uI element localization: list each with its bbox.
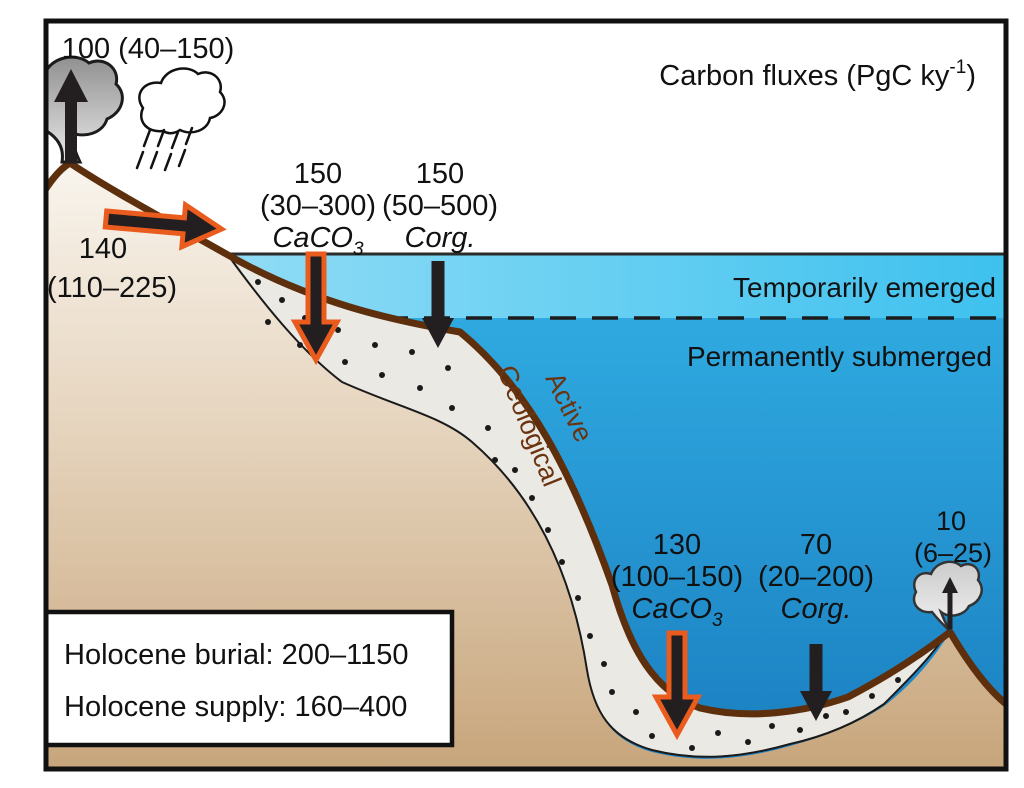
terrestrial-supply-arrow-icon	[102, 200, 227, 251]
summary-box	[46, 609, 455, 748]
shallow-corg-burial-arrow-icon	[422, 261, 454, 348]
temporarily-emerged-label: Temporarily emerged	[733, 272, 996, 303]
submarine-volcanism-value: 10	[936, 506, 966, 536]
rain-cloud-icon	[138, 67, 226, 135]
figure-frame	[43, 18, 1009, 772]
shallow-caco3-burial-arrow-icon	[290, 251, 342, 366]
shallow-caco3-value: 150	[294, 158, 342, 190]
shallow-caco3-species: CaCO3	[272, 222, 364, 260]
submarine-outgassing-arrow-icon	[942, 577, 958, 629]
deep-caco3-value: 130	[653, 529, 701, 561]
shallow-caco3-range: (30–300)	[260, 190, 376, 222]
permanently-submerged-label: Permanently submerged	[687, 341, 992, 372]
terrestrial-supply-range: (110–225)	[47, 272, 177, 304]
volcanic-outgassing-arrow-icon	[54, 69, 88, 163]
shallow-corg-range: (50–500)	[382, 190, 498, 222]
deep-corg-range: (20–200)	[758, 561, 874, 593]
deep-corg-value: 70	[800, 529, 832, 561]
deep-corg-species: Corg.	[781, 593, 852, 625]
holocene-supply-label: Holocene supply: 160–400	[64, 691, 407, 723]
figure-title: Carbon fluxes (PgC ky-1)	[659, 57, 976, 92]
shallow-corg-species: Corg.	[405, 222, 476, 254]
rain-icon	[135, 126, 194, 172]
submarine-volcanism-range: (6–25)	[914, 538, 992, 568]
subaerial-volcanism-label: 100 (40–150)	[62, 33, 235, 65]
terrestrial-supply-value: 140	[79, 233, 127, 265]
sediment-dots	[255, 279, 901, 751]
holocene-burial-label: Holocene burial: 200–1150	[64, 639, 409, 671]
deep-caco3-species: CaCO3	[631, 593, 723, 631]
deep-caco3-range: (100–150)	[611, 561, 743, 593]
deep-caco3-burial-arrow-icon	[651, 630, 703, 741]
shallow-corg-value: 150	[416, 158, 464, 190]
deep-corg-burial-arrow-icon	[800, 644, 832, 721]
